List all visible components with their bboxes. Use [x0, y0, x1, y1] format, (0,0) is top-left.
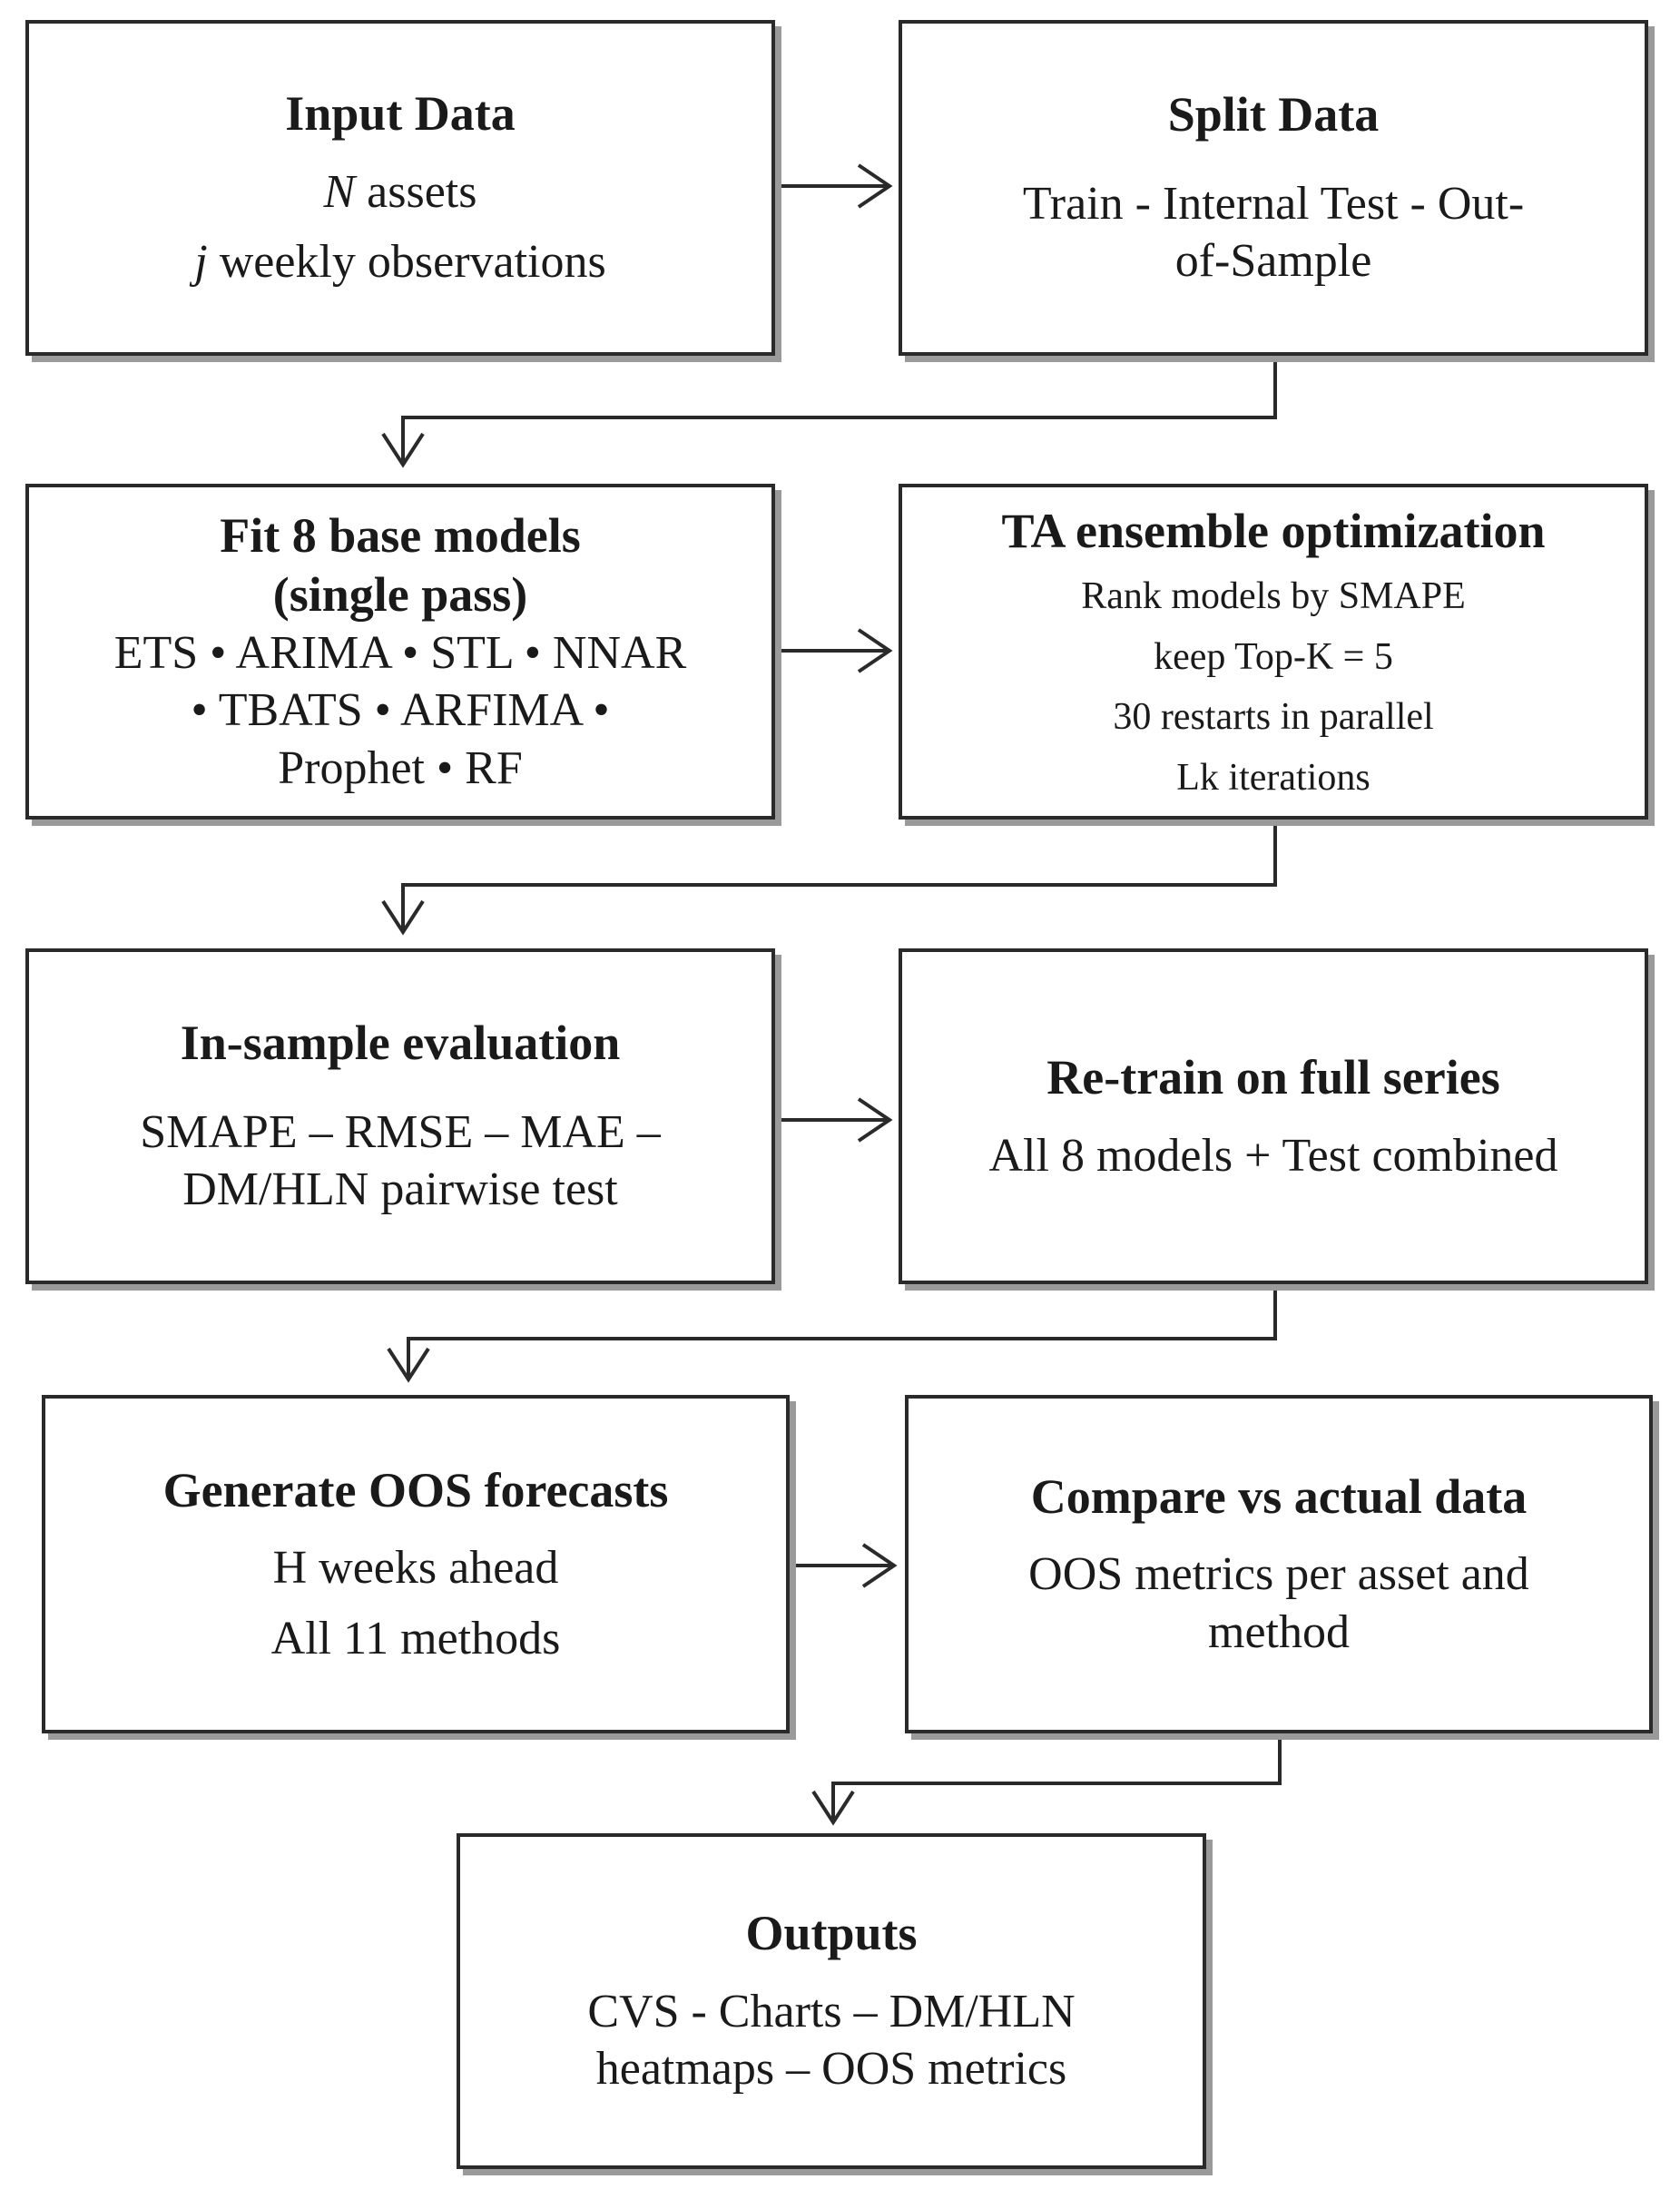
arrow-generate-to-compare: [791, 1543, 898, 1588]
ta-ensemble-box: TA ensemble optimization Rank models by …: [899, 484, 1648, 820]
connector-ta-to-insample: [381, 823, 1277, 936]
arrow-fit-to-ta: [776, 628, 893, 673]
ta-iterations: Lk iterations: [1176, 756, 1371, 799]
input-data-title: Input Data: [285, 86, 516, 142]
connector-split-to-fit: [381, 357, 1277, 468]
arrow-input-to-split: [776, 163, 893, 209]
observations-variable: j: [194, 236, 208, 289]
in-sample-evaluation-title: In-sample evaluation: [180, 1016, 621, 1071]
generate-horizon: H weeks ahead: [272, 1542, 559, 1595]
split-data-title: Split Data: [1167, 87, 1380, 142]
input-data-observations: j weekly observations: [194, 233, 605, 290]
retrain-box: Re-train on full series All 8 models + T…: [899, 948, 1648, 1284]
connector-compare-to-outputs: [811, 1735, 1282, 1826]
outputs-box: Outputs CVS - Charts – DM/HLN heatmaps –…: [457, 1833, 1206, 2169]
ta-restarts: 30 restarts in parallel: [1113, 696, 1434, 739]
outputs-line-2: heatmaps – OOS metrics: [595, 2043, 1067, 2096]
compare-line-1: OOS metrics per asset and: [1028, 1548, 1529, 1601]
compare-line-2: method: [1208, 1605, 1350, 1658]
assets-variable: N: [323, 165, 356, 218]
generate-oos-box: Generate OOS forecasts H weeks ahead All…: [42, 1395, 790, 1733]
fit-base-models-box: Fit 8 base models (single pass) ETS • AR…: [25, 484, 775, 820]
fit-models-list-3: Prophet • RF: [278, 741, 523, 794]
compare-box: Compare vs actual data OOS metrics per a…: [905, 1395, 1653, 1733]
generate-oos-title: Generate OOS forecasts: [162, 1462, 669, 1517]
split-data-box: Split Data Train - Internal Test - Out- …: [899, 20, 1648, 356]
fit-models-list-2: • TBATS • ARFIMA •: [191, 684, 610, 737]
assets-text: assets: [355, 165, 477, 218]
input-data-assets: N assets: [323, 163, 476, 221]
in-sample-pairwise-test: DM/HLN pairwise test: [182, 1163, 618, 1216]
split-data-line-1: Train - Internal Test - Out-: [1022, 177, 1525, 230]
connector-retrain-to-generate: [387, 1286, 1277, 1383]
ta-rank-models: Rank models by SMAPE: [1081, 575, 1466, 618]
generate-methods: All 11 methods: [270, 1612, 561, 1664]
outputs-line-1: CVS - Charts – DM/HLN: [587, 1985, 1076, 2037]
in-sample-evaluation-box: In-sample evaluation SMAPE – RMSE – MAE …: [25, 948, 775, 1284]
split-data-line-2: of-Sample: [1174, 235, 1372, 288]
retrain-title: Re-train on full series: [1046, 1049, 1500, 1104]
ta-keep-topk: keep Top-K = 5: [1154, 635, 1393, 678]
ta-ensemble-title: TA ensemble optimization: [1001, 503, 1546, 558]
compare-title: Compare vs actual data: [1030, 1468, 1528, 1524]
input-data-box: Input Data N assets j weekly observation…: [25, 20, 775, 356]
outputs-title: Outputs: [745, 1906, 918, 1961]
in-sample-metrics: SMAPE – RMSE – MAE –: [140, 1105, 661, 1158]
retrain-description: All 8 models + Test combined: [988, 1129, 1558, 1182]
fit-base-models-title-1: Fit 8 base models: [220, 508, 581, 564]
fit-models-list-1: ETS • ARIMA • STL • NNAR: [113, 626, 687, 679]
arrow-insample-to-retrain: [776, 1097, 893, 1143]
fit-base-models-title-2: (single pass): [272, 566, 528, 622]
observations-text: weekly observations: [207, 236, 606, 289]
